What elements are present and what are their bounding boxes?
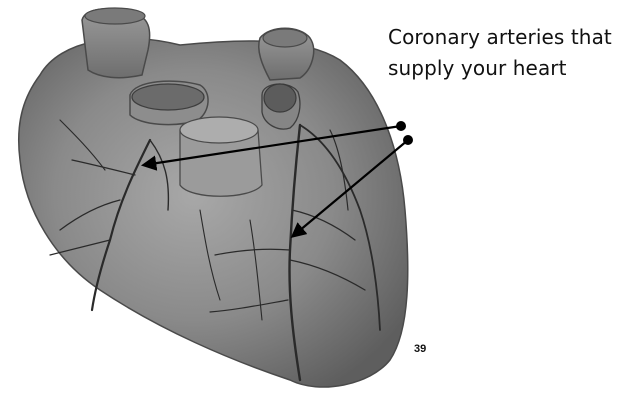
annotation-line-2: supply your heart (388, 53, 620, 84)
annotation-label: Coronary arteries that supply your heart (388, 22, 620, 84)
heart-body (19, 38, 408, 387)
page-number: 39 (414, 343, 426, 355)
pointer-dot-1 (396, 121, 406, 131)
pointer-dot-2 (403, 135, 413, 145)
annotation-line-1: Coronary arteries that (388, 22, 620, 53)
